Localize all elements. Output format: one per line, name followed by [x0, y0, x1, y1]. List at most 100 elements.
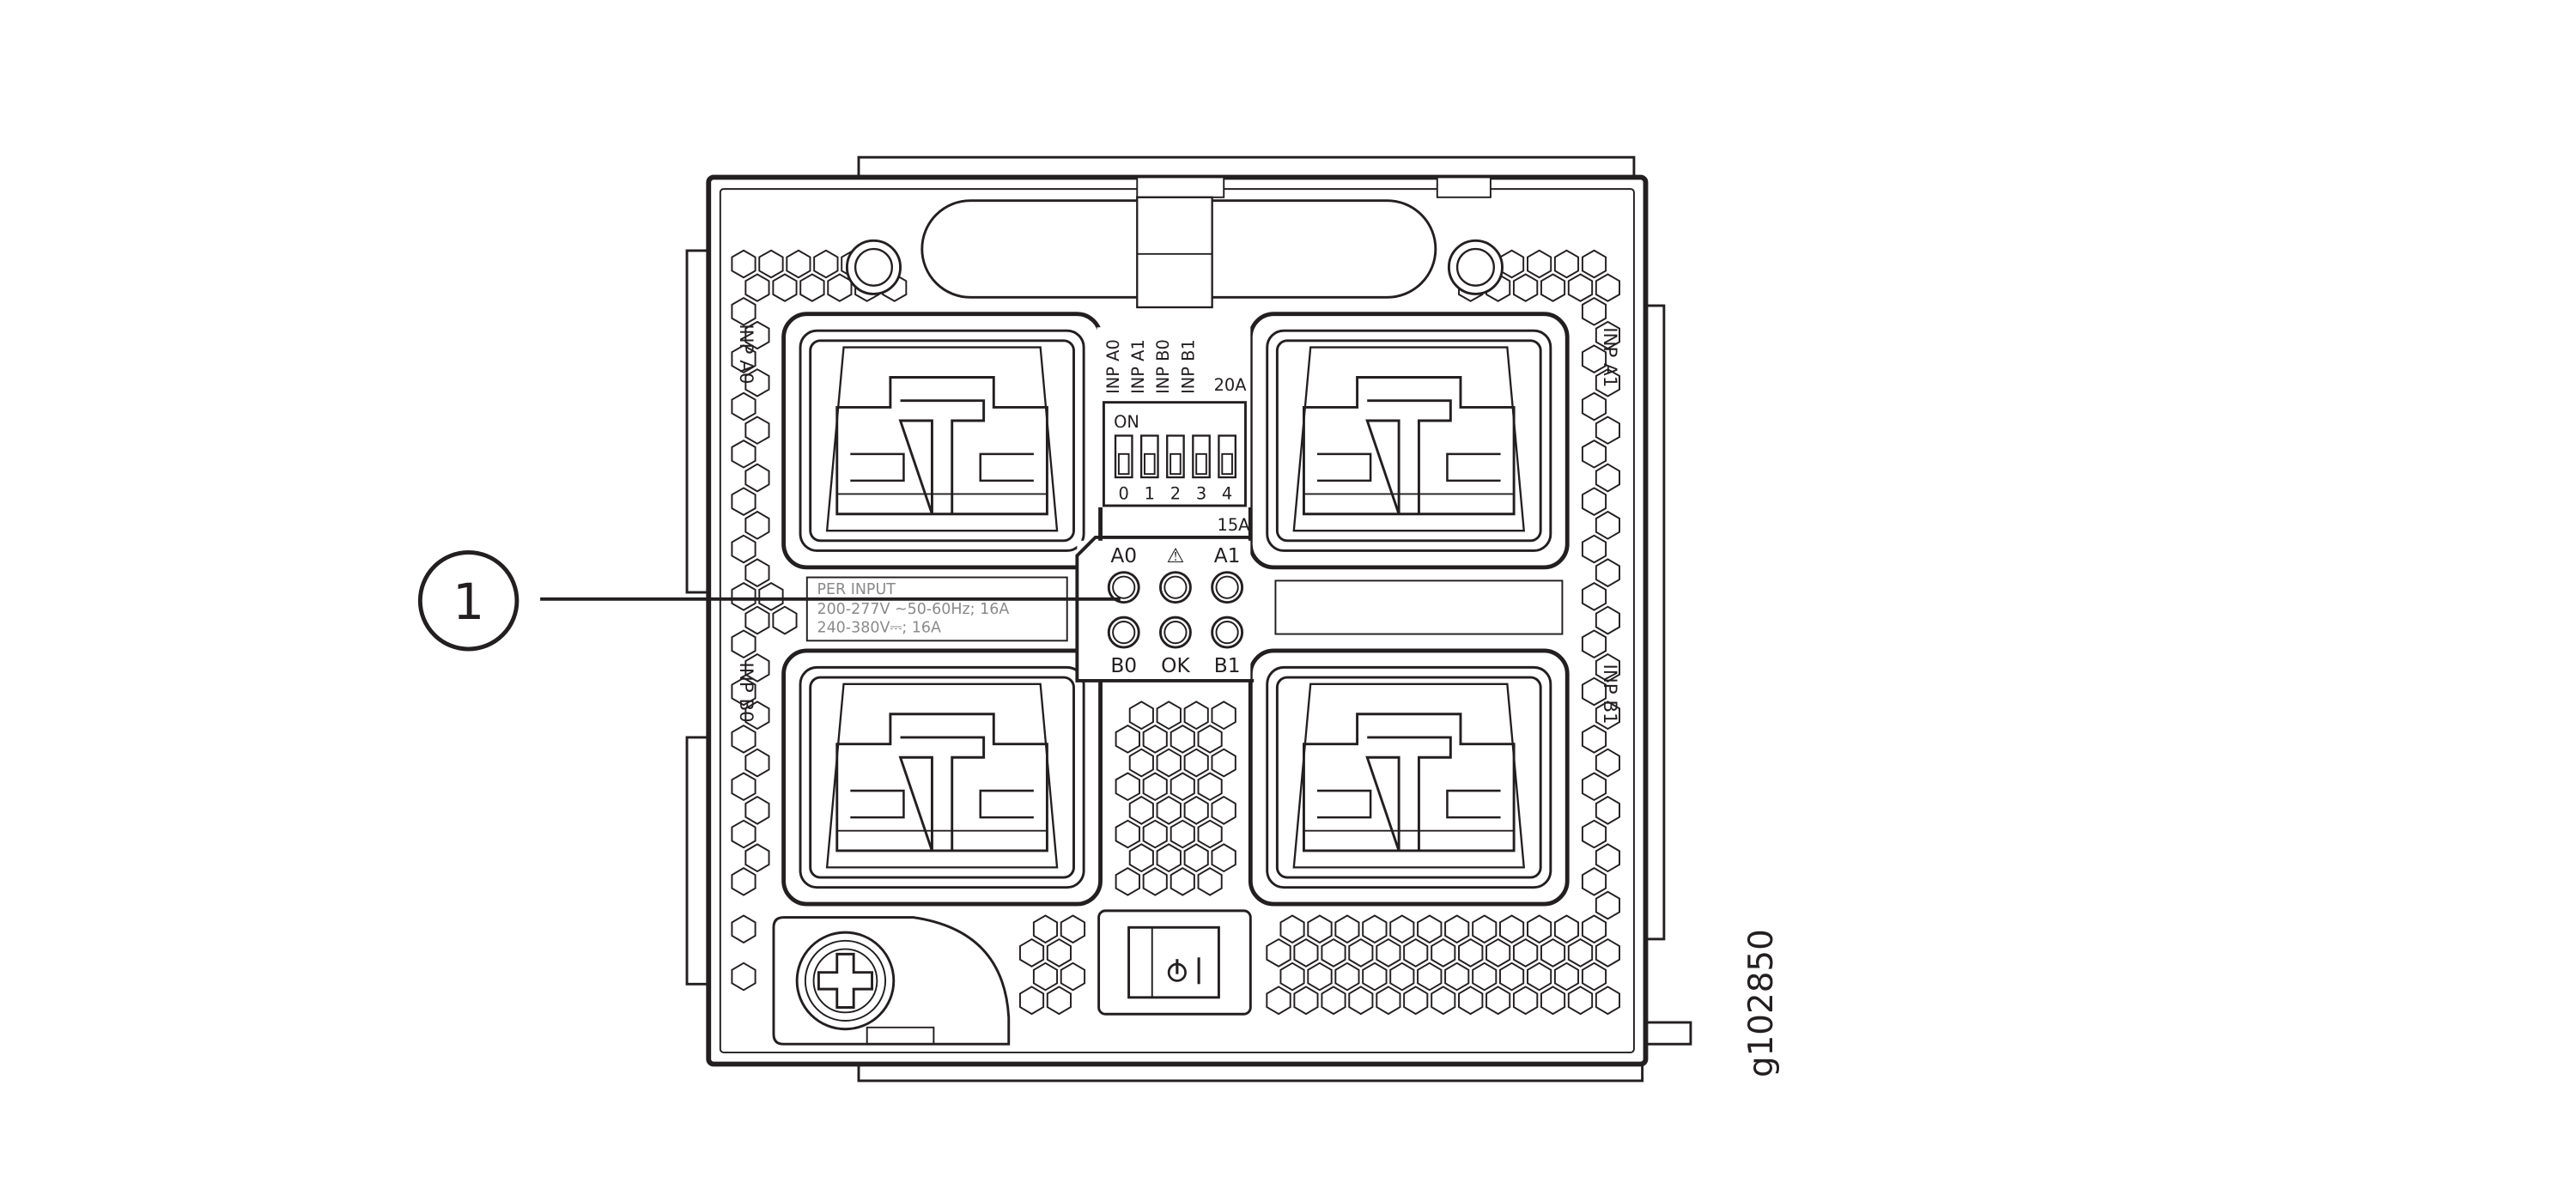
vent-hex	[744, 558, 770, 588]
vent-hex	[1499, 962, 1525, 992]
vent-hex	[1032, 962, 1059, 992]
vent-hex	[1293, 937, 1319, 968]
vent-hex	[772, 605, 798, 635]
vent-hex	[1183, 795, 1209, 825]
rating-line-1: 200-277V ~50-60Hz; 16A	[817, 601, 1009, 618]
vent-hex	[1115, 725, 1140, 754]
vent-hex	[786, 249, 811, 279]
vent-hex	[1334, 962, 1360, 992]
vent-hex	[1581, 534, 1607, 564]
vent-honeycomb	[731, 249, 1620, 1016]
dip-on-label: ON	[1114, 412, 1139, 432]
dip-amp-high-label: 20A	[1214, 375, 1248, 395]
vent-hex	[1060, 962, 1086, 992]
vent-hex	[1293, 986, 1319, 1016]
vent-hex	[1567, 986, 1594, 1016]
vent-hex	[1458, 986, 1484, 1016]
dip-toggle-4[interactable]	[1218, 434, 1236, 479]
vent-hex	[1156, 701, 1182, 731]
vent-hex	[1417, 914, 1443, 944]
vent-hex	[1595, 273, 1620, 302]
vent-hex	[1156, 795, 1182, 825]
vent-hex	[1472, 914, 1498, 944]
vent-hex	[1595, 652, 1620, 682]
dip-header-inp-a0: INP A0	[1103, 339, 1123, 394]
vent-hex	[731, 487, 756, 517]
vent-hex	[1581, 725, 1607, 754]
vent-hex	[731, 676, 756, 707]
vent-hex	[1403, 986, 1429, 1016]
vent-hex	[731, 582, 756, 611]
vent-hex	[1376, 937, 1401, 968]
power-inlet-a1[interactable]	[1248, 312, 1570, 570]
vent-hex	[731, 725, 756, 754]
power-inlet-a0[interactable]	[781, 312, 1103, 570]
vent-hex	[758, 582, 784, 611]
vent-hex	[1595, 748, 1620, 778]
vent-hex	[1581, 867, 1607, 896]
dip-toggle-2[interactable]	[1166, 434, 1185, 479]
mounting-hole-left	[845, 239, 902, 295]
led-label: A1	[1214, 544, 1241, 567]
vent-hex	[744, 416, 770, 445]
power-switch[interactable]	[1097, 909, 1252, 1016]
dip-position-label: 1	[1145, 483, 1155, 503]
dip-position-label: 2	[1170, 483, 1181, 503]
vent-hex	[1485, 986, 1511, 1016]
vent-hex	[1458, 937, 1484, 968]
vent-hex	[1142, 725, 1168, 754]
vent-hex	[1485, 937, 1511, 968]
vent-hex	[1183, 701, 1209, 731]
vent-hex	[1553, 249, 1580, 279]
vent-hex	[731, 914, 756, 944]
power-inlet-b1[interactable]	[1248, 648, 1570, 907]
vent-hex	[813, 249, 839, 279]
dip-toggle-1[interactable]	[1139, 434, 1159, 479]
vent-hex	[799, 273, 825, 302]
vent-hex	[1581, 914, 1607, 944]
led-a1	[1211, 571, 1244, 604]
vent-hex	[1595, 320, 1620, 350]
dip-toggle-0[interactable]	[1114, 434, 1133, 479]
dip-toggle-3[interactable]	[1192, 434, 1211, 479]
vent-hex	[1567, 937, 1594, 968]
vent-hex	[731, 249, 756, 279]
vent-hex	[1142, 772, 1168, 802]
vent-hex	[1444, 914, 1470, 944]
vent-hex	[1115, 819, 1140, 849]
vent-hex	[1417, 962, 1443, 992]
vent-hex	[1156, 748, 1182, 778]
vent-hex	[1060, 914, 1086, 944]
captive-screw-icon	[795, 931, 896, 1031]
led-a0	[1107, 571, 1140, 604]
vent-hex	[1156, 843, 1182, 873]
vent-hex	[1128, 701, 1154, 731]
vent-hex	[1595, 416, 1620, 445]
vent-hex	[731, 344, 756, 374]
vent-hex	[1211, 795, 1236, 825]
vent-hex	[1595, 795, 1620, 825]
captive-screw-assembly[interactable]	[772, 916, 1011, 1046]
mounting-hole-right	[1447, 239, 1504, 295]
vent-hex	[1307, 962, 1333, 992]
vent-hex	[1540, 937, 1566, 968]
warning-icon: ⚠	[1166, 544, 1184, 567]
power-on-off-icon	[1167, 957, 1200, 985]
vent-hex	[1348, 937, 1374, 968]
vent-hex	[1362, 914, 1388, 944]
vent-hex	[1431, 937, 1456, 968]
vent-hex	[1211, 701, 1236, 731]
vent-hex	[1046, 986, 1072, 1016]
vent-hex	[1595, 558, 1620, 588]
vent-hex	[1581, 772, 1607, 802]
vent-hex	[1581, 582, 1607, 611]
vent-hex	[1197, 725, 1223, 754]
power-inlet-b0[interactable]	[781, 648, 1103, 907]
vent-hex	[1307, 914, 1333, 944]
vent-hex	[731, 962, 756, 992]
vent-hex	[731, 391, 756, 422]
power-inlets	[781, 312, 1570, 907]
vent-hex	[1321, 986, 1346, 1016]
